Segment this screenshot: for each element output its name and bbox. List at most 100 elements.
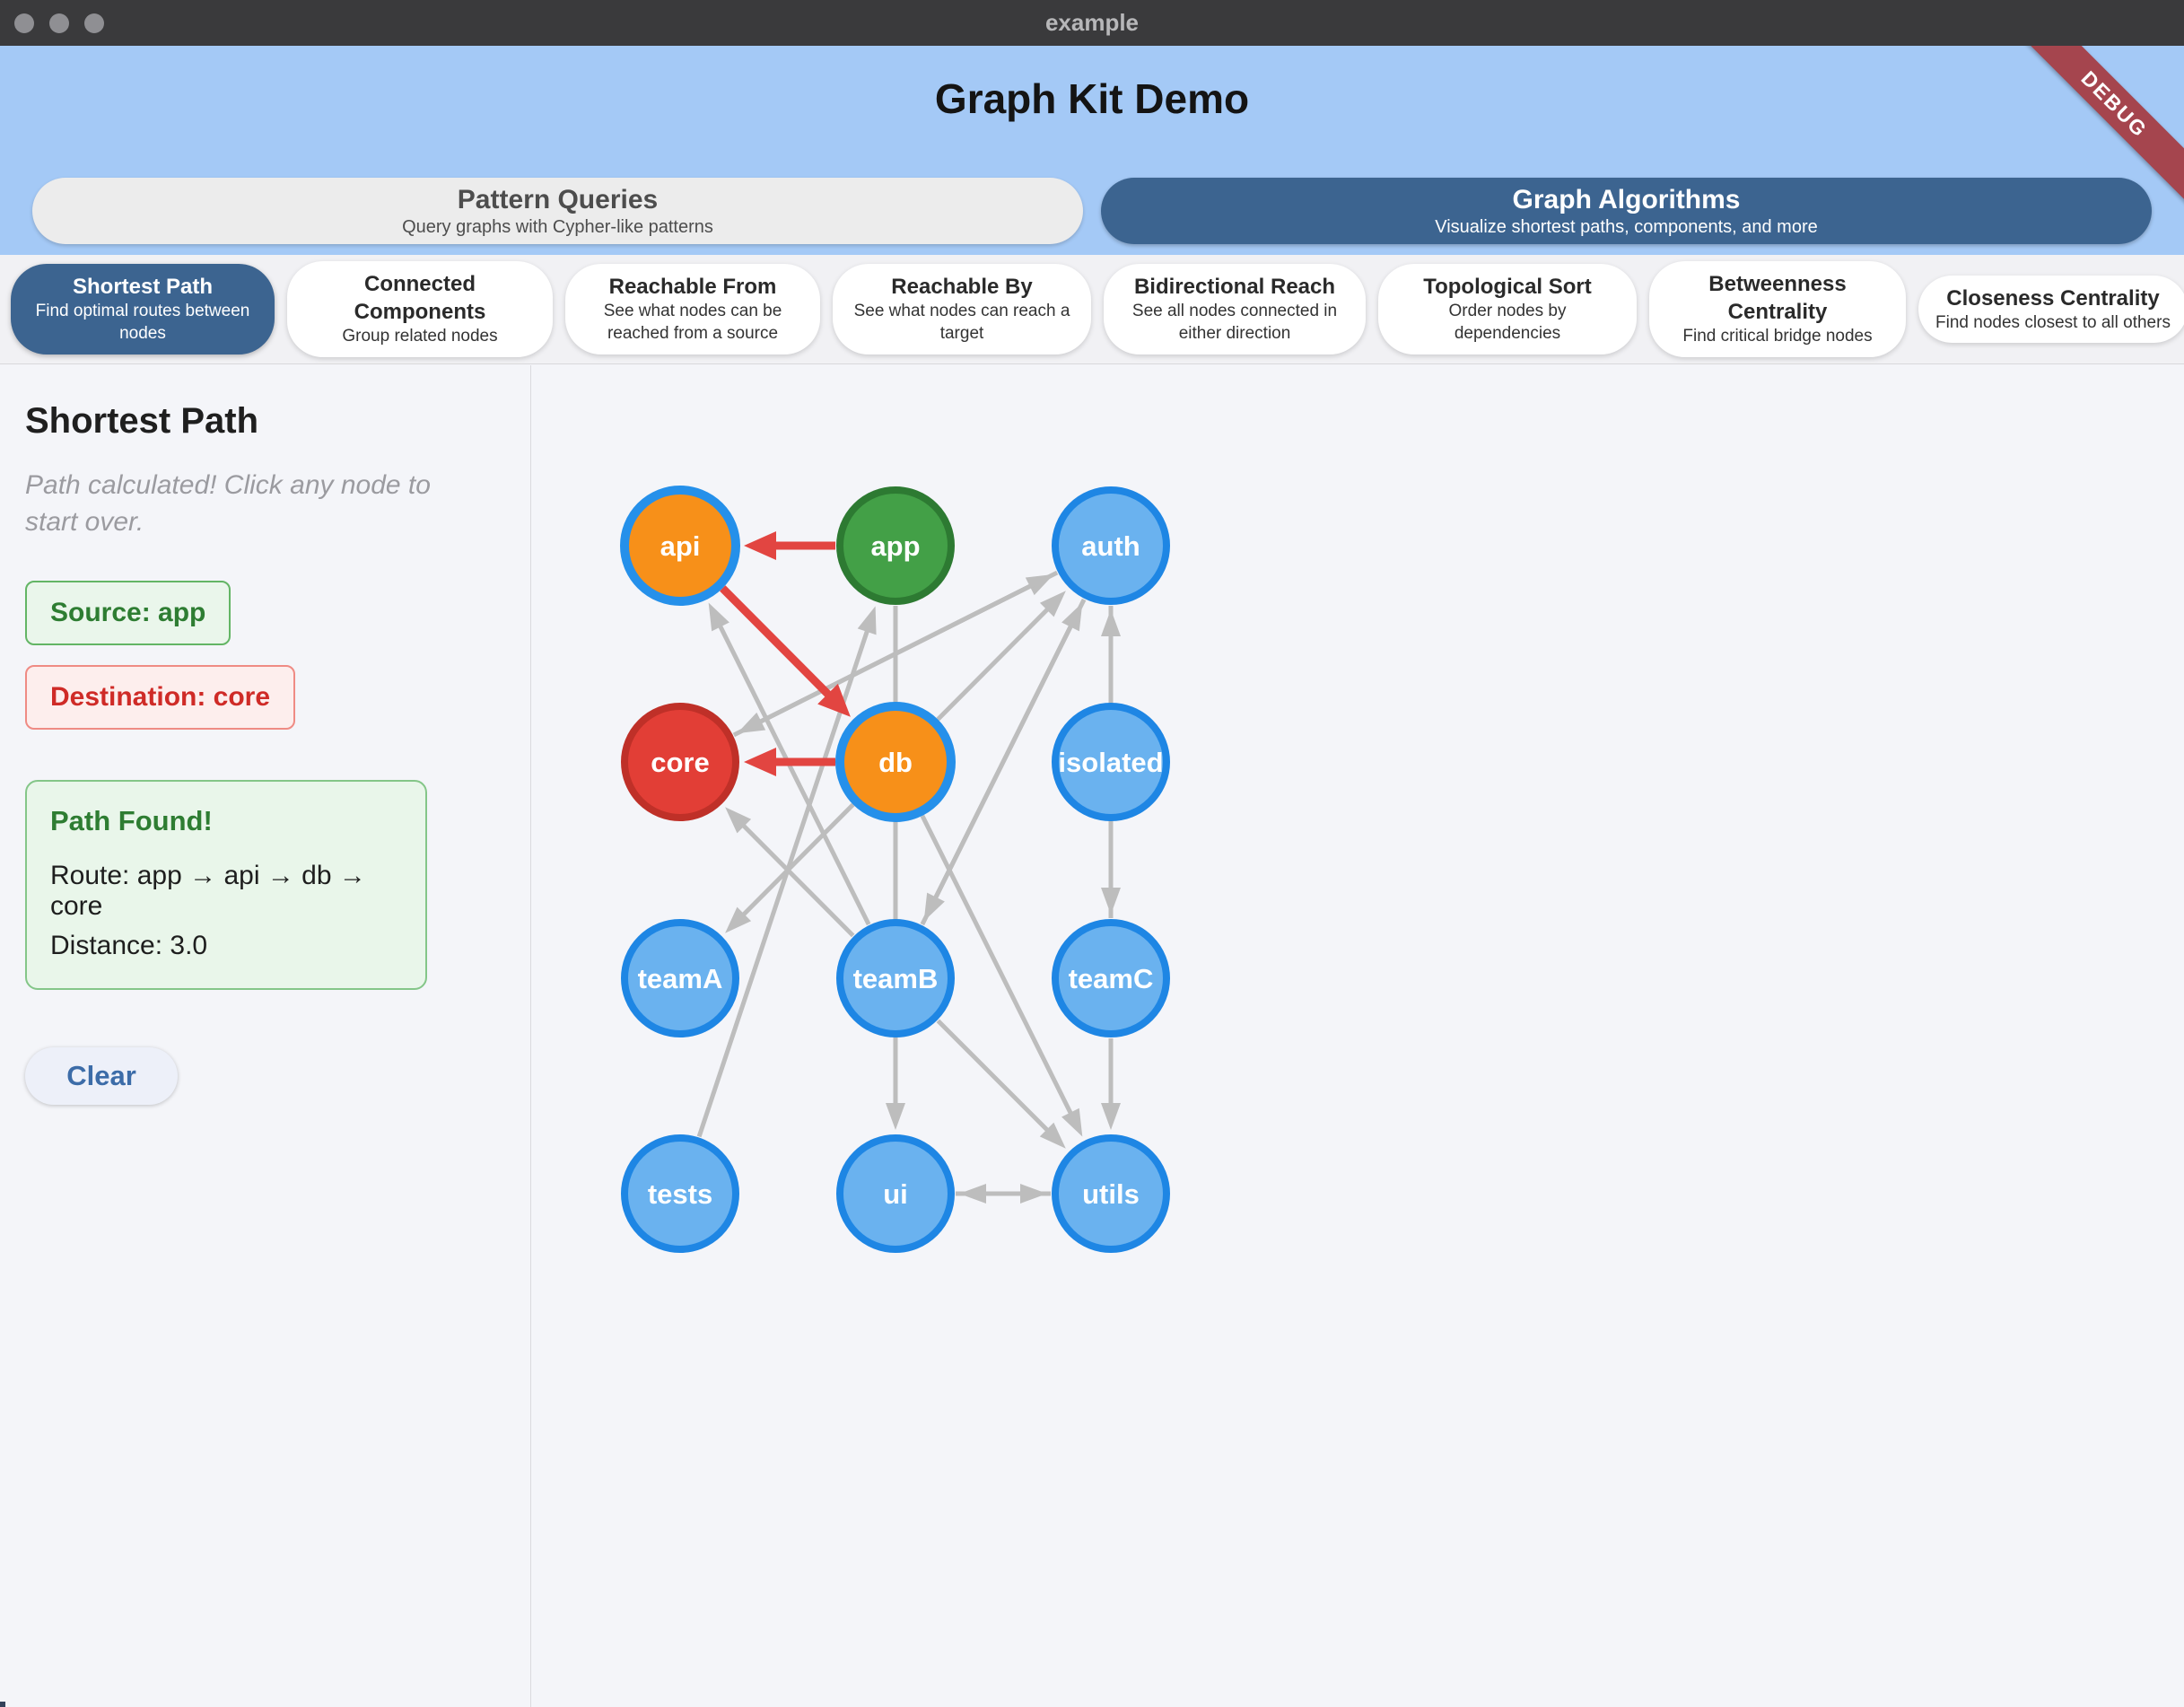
app-header: Graph Kit Demo Pattern Queries Query gra… [0, 46, 2184, 255]
graph-edge-db-teamA [739, 802, 855, 919]
status-text: Path calculated! Click any node to start… [25, 470, 431, 538]
tab-closeness-centrality-sublabel: Find nodes closest to all others [1935, 312, 2171, 332]
window-close-icon[interactable] [14, 13, 34, 33]
sidebar: Shortest Path Path calculated! Click any… [0, 365, 531, 1707]
graph-arrowhead-app-api [744, 531, 776, 560]
tab-reachable-from[interactable]: Reachable From See what nodes can be rea… [565, 264, 820, 355]
graph-node-teamC[interactable] [1052, 919, 1170, 1037]
window-minimize-icon[interactable] [49, 13, 69, 33]
graph-arrowhead-db-teamA [725, 906, 752, 933]
graph-node-label-core: core [651, 747, 709, 778]
graph-node-label-tests: tests [648, 1178, 712, 1210]
graph-node-label-app: app [870, 530, 920, 562]
graph-node-app[interactable] [836, 486, 955, 605]
graph-node-isolated[interactable] [1052, 703, 1170, 821]
tab-topological-sort[interactable]: Topological Sort Order nodes by dependen… [1378, 264, 1637, 355]
clear-button[interactable]: Clear [25, 1046, 178, 1105]
graph-node-tests[interactable] [621, 1134, 739, 1253]
graph-arrowhead-teamC-utils [1101, 1103, 1121, 1130]
graph-node-ui[interactable] [836, 1134, 955, 1253]
graph-arrowhead-teamB-core [725, 807, 752, 834]
tab-bidirectional-reach-sublabel: See all nodes connected in either direct… [1131, 302, 1338, 344]
tab-pattern-queries[interactable]: Pattern Queries Query graphs with Cypher… [32, 178, 1083, 244]
graph-edge-auth-core [756, 570, 1059, 725]
tab-shortest-path-label: Shortest Path [72, 275, 214, 300]
graph-node-teamB[interactable] [836, 919, 955, 1037]
graph-node-label-utils: utils [1082, 1178, 1140, 1210]
graph-node-label-isolated: isolated [1058, 747, 1163, 778]
tab-reachable-from-sublabel: See what nodes can be reached from a sou… [603, 302, 782, 344]
tab-bidirectional-reach-label: Bidirectional Reach [1133, 275, 1336, 300]
tab-reachable-by-sublabel: See what nodes can reach a target [853, 302, 1070, 344]
tab-bidirectional-reach[interactable]: Bidirectional Reach See all nodes connec… [1104, 264, 1366, 355]
path-result-box: Path Found! Route: app → api → db → core… [25, 779, 427, 990]
graph-edge-teamB-core [739, 821, 855, 938]
tab-betweenness-centrality[interactable]: Betweenness Centrality Find critical bri… [1649, 260, 1906, 358]
tab-connected-components-label: Connected Components [354, 271, 486, 325]
path-result-title: Path Found! [50, 804, 213, 836]
tab-graph-algorithms-sublabel: Visualize shortest paths, components, an… [1435, 216, 1818, 237]
graph-arrowhead-tests-app [857, 606, 877, 635]
graph-canvas: api app auth core db isolated teamA teamB teamC t… [532, 365, 2184, 1707]
graph-edge-tests-app [696, 627, 870, 1138]
window-zoom-icon[interactable] [84, 13, 104, 33]
tab-closeness-centrality-label: Closeness Centrality [1946, 285, 2160, 311]
sidebar-heading: Shortest Path [25, 401, 259, 441]
tab-betweenness-centrality-sublabel: Find critical bridge nodes [1682, 327, 1873, 346]
algorithm-tabs: Shortest Path Find optimal routes betwee… [0, 255, 2184, 364]
graph-edge-db-auth [936, 605, 1052, 722]
path-result-distance: Distance: 3.0 [50, 930, 208, 960]
graph-node-label-teamA: teamA [638, 963, 723, 994]
tab-pattern-queries-sublabel: Query graphs with Cypher-like patterns [402, 216, 713, 237]
graph-arrowhead-auth-teamB [923, 892, 945, 922]
graph-arrowhead-auth-core [737, 712, 766, 734]
graph-node-label-teamC: teamC [1069, 963, 1154, 994]
graph-arrowhead-db-core [744, 748, 776, 776]
graph-edge-api-db [720, 585, 834, 700]
tab-reachable-by-label: Reachable By [891, 275, 1033, 300]
tab-topological-sort-sublabel: Order nodes by dependencies [1448, 302, 1567, 344]
source-chip: Source: app [25, 580, 232, 645]
graph-edge-teamB-api [716, 622, 871, 926]
graph-node-utils[interactable] [1052, 1134, 1170, 1253]
graph-arrowhead-teamB-utils [1039, 1122, 1066, 1149]
graph-node-label-teamB: teamB [853, 963, 939, 994]
tab-betweenness-centrality-label: Betweenness Centrality [1708, 271, 1847, 325]
tab-graph-algorithms-label: Graph Algorithms [1512, 184, 1741, 214]
graph-edge-db-utils [920, 814, 1074, 1117]
graph-node-core[interactable] [621, 703, 739, 821]
graph-node-label-db: db [878, 747, 913, 778]
tab-connected-components[interactable]: Connected Components Group related nodes [287, 260, 553, 358]
tab-pattern-queries-label: Pattern Queries [457, 184, 659, 214]
page-title: Graph Kit Demo [934, 75, 1250, 122]
window-controls [14, 0, 104, 46]
tab-closeness-centrality[interactable]: Closeness Centrality Find nodes closest … [1918, 275, 2184, 344]
graph-node-db[interactable] [835, 702, 956, 822]
graph-node-auth[interactable] [1052, 486, 1170, 605]
graph-node-label-ui: ui [883, 1178, 908, 1210]
graph-arrowhead-utils-ui [959, 1184, 986, 1204]
tab-topological-sort-label: Topological Sort [1423, 275, 1592, 300]
window-titlebar: example [0, 0, 2184, 46]
graph-edge-teamB-utils [936, 1019, 1052, 1134]
tab-connected-components-sublabel: Group related nodes [342, 327, 498, 346]
path-result-route: Route: app → api → db → core [50, 860, 366, 921]
graph-node-label-api: api [660, 530, 701, 562]
graph-node-label-auth: auth [1081, 530, 1140, 562]
tab-reachable-by[interactable]: Reachable By See what nodes can reach a … [833, 264, 1091, 355]
graph-node-api[interactable] [620, 486, 740, 606]
graph-arrowhead-db-utils [1061, 1107, 1083, 1137]
tab-graph-algorithms[interactable]: Graph Algorithms Visualize shortest path… [1101, 178, 2152, 244]
graph-arrowhead-api-db [817, 683, 851, 717]
graph-arrowhead-teamB-api [708, 602, 729, 632]
graph-edge-auth-teamB [931, 598, 1087, 902]
tab-shortest-path[interactable]: Shortest Path Find optimal routes betwee… [11, 264, 275, 355]
graph-arrowhead-app-ui [886, 1103, 905, 1130]
mode-tabs: Pattern Queries Query graphs with Cypher… [0, 178, 2184, 244]
window-corner-artifact [0, 1702, 5, 1707]
window-title: example [1044, 9, 1140, 36]
destination-chip: Destination: core [25, 664, 296, 730]
tab-shortest-path-sublabel: Find optimal routes between nodes [35, 302, 250, 344]
tab-reachable-from-label: Reachable From [608, 275, 777, 300]
graph-node-teamA[interactable] [621, 919, 739, 1037]
